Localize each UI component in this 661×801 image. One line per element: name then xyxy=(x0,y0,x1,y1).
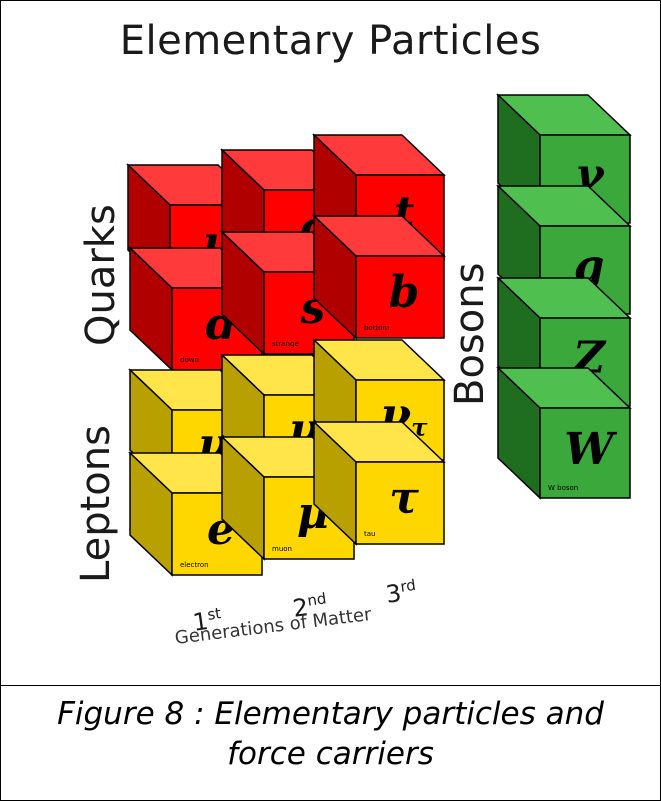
cube-front-b xyxy=(355,255,445,339)
generation-1-suffix: st xyxy=(206,604,223,624)
figure-caption: Figure 8 : Elementary particles and forc… xyxy=(0,694,661,774)
particle-name-d: down xyxy=(180,356,199,364)
cube-tau: τ tau xyxy=(312,420,446,546)
particle-symbol-b: b xyxy=(389,267,420,318)
caption-line-1: Figure 8 : Elementary particles and xyxy=(57,696,604,732)
caption-line-2: force carriers xyxy=(227,736,434,772)
cube-front-tau xyxy=(355,461,445,545)
cube-front-W xyxy=(539,407,631,499)
caption-divider xyxy=(0,685,661,686)
particle-name-mu: muon xyxy=(272,545,292,553)
particle-name-b: bottom xyxy=(364,324,389,332)
particle-cubes: γphotonggluonZZ bosonWW bosonuupccharmtt… xyxy=(126,93,632,577)
generation-3-label: 3rd xyxy=(384,576,418,609)
cube-W: W W boson xyxy=(496,366,632,500)
particle-name-W: W boson xyxy=(548,484,578,492)
generation-2-suffix: nd xyxy=(306,589,328,610)
generation-3-suffix: rd xyxy=(399,575,417,596)
diagram-title: Elementary Particles xyxy=(119,18,542,64)
particle-symbol-tau: τ xyxy=(389,473,419,524)
particle-name-s: strange xyxy=(272,340,299,348)
particle-symbol-W: W xyxy=(564,424,618,475)
particle-name-e: electron xyxy=(180,561,209,569)
particle-name-tau: tau xyxy=(364,530,375,538)
